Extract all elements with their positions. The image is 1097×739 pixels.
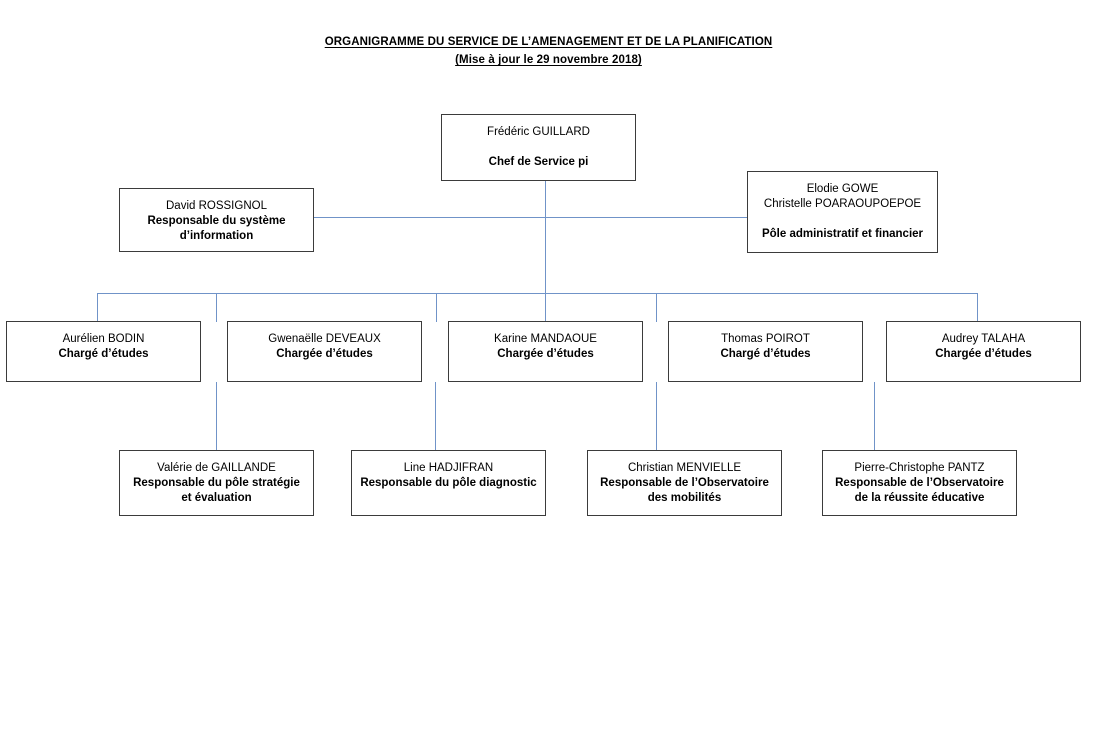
connector-level3-bus	[97, 293, 978, 294]
org-node-person: Aurélien BODIN	[62, 333, 145, 345]
org-node-person: Gwenaëlle DEVEAUX	[268, 333, 381, 345]
org-node-menvielle[interactable]: Christian MENVIELLE Responsable de l’Obs…	[587, 450, 782, 516]
org-node-person: Elodie GOWE Christelle POARAOUPOEPOE	[763, 183, 922, 210]
org-node-talaha[interactable]: Audrey TALAHA Chargée d’études	[886, 321, 1081, 382]
org-node-role: Chargé d’études	[720, 348, 811, 360]
connector-level2-horizontal	[314, 217, 747, 218]
org-node-role: Chargée d’études	[276, 348, 373, 360]
org-node-guillard[interactable]: Frédéric GUILLARD Chef de Service pi	[441, 114, 636, 181]
connector-drop-bodin	[97, 293, 98, 322]
org-node-person: Christian MENVIELLE	[627, 462, 742, 474]
org-node-person: Audrey TALAHA	[941, 333, 1026, 345]
org-node-role: Responsable du pôle diagnostic	[360, 477, 537, 489]
connector-drop-mandaoue	[436, 293, 437, 322]
title-main: ORGANIGRAMME DU SERVICE DE L’AMENAGEMENT…	[324, 36, 773, 48]
org-node-person: Pierre-Christophe PANTZ	[854, 462, 985, 474]
org-node-hadjifran[interactable]: Line HADJIFRAN Responsable du pôle diagn…	[351, 450, 546, 516]
connector-drop-hadjifran	[435, 382, 436, 450]
connector-drop-talaha	[977, 293, 978, 322]
org-node-pantz[interactable]: Pierre-Christophe PANTZ Responsable de l…	[822, 450, 1017, 516]
org-node-gaillande[interactable]: Valérie de GAILLANDE Responsable du pôle…	[119, 450, 314, 516]
connector-drop-menvielle	[656, 382, 657, 450]
org-node-role: Chef de Service pi	[488, 156, 589, 168]
connector-drop-deveaux	[216, 293, 217, 322]
org-node-role: Responsable de l’Observatoire des mobili…	[600, 477, 769, 504]
org-node-person: Karine MANDAOUE	[494, 333, 597, 345]
org-node-role: Chargée d’études	[497, 348, 594, 360]
connector-drop-center	[545, 293, 546, 322]
connector-drop-pantz	[874, 382, 875, 450]
title-subtitle: (Mise à jour le 29 novembre 2018)	[455, 54, 642, 66]
org-node-person: David ROSSIGNOL	[166, 200, 267, 212]
org-node-person: Valérie de GAILLANDE	[157, 462, 276, 474]
org-node-role: Chargé d’études	[58, 348, 149, 360]
org-node-person: Thomas POIROT	[721, 333, 810, 345]
org-node-deveaux[interactable]: Gwenaëlle DEVEAUX Chargée d’études	[227, 321, 422, 382]
org-node-gowe[interactable]: Elodie GOWE Christelle POARAOUPOEPOE Pôl…	[747, 171, 938, 253]
org-node-role: Pôle administratif et financier	[761, 228, 924, 240]
org-node-role: Responsable de l’Observatoire de la réus…	[835, 477, 1004, 504]
page-title: ORGANIGRAMME DU SERVICE DE L’AMENAGEMENT…	[0, 32, 1097, 68]
connector-trunk-main	[545, 181, 546, 293]
org-node-mandaoue[interactable]: Karine MANDAOUE Chargée d’études	[448, 321, 643, 382]
connector-drop-gaillande	[216, 382, 217, 450]
org-node-bodin[interactable]: Aurélien BODIN Chargé d’études	[6, 321, 201, 382]
org-node-person: Line HADJIFRAN	[403, 462, 494, 474]
org-node-person: Frédéric GUILLARD	[487, 126, 590, 138]
org-node-role: Responsable du système d’information	[147, 215, 286, 242]
org-node-role: Chargée d’études	[935, 348, 1032, 360]
org-node-role: Responsable du pôle stratégie et évaluat…	[133, 477, 300, 504]
org-node-rossignol[interactable]: David ROSSIGNOL Responsable du système d…	[119, 188, 314, 252]
connector-drop-poirot	[656, 293, 657, 322]
org-node-poirot[interactable]: Thomas POIROT Chargé d’études	[668, 321, 863, 382]
